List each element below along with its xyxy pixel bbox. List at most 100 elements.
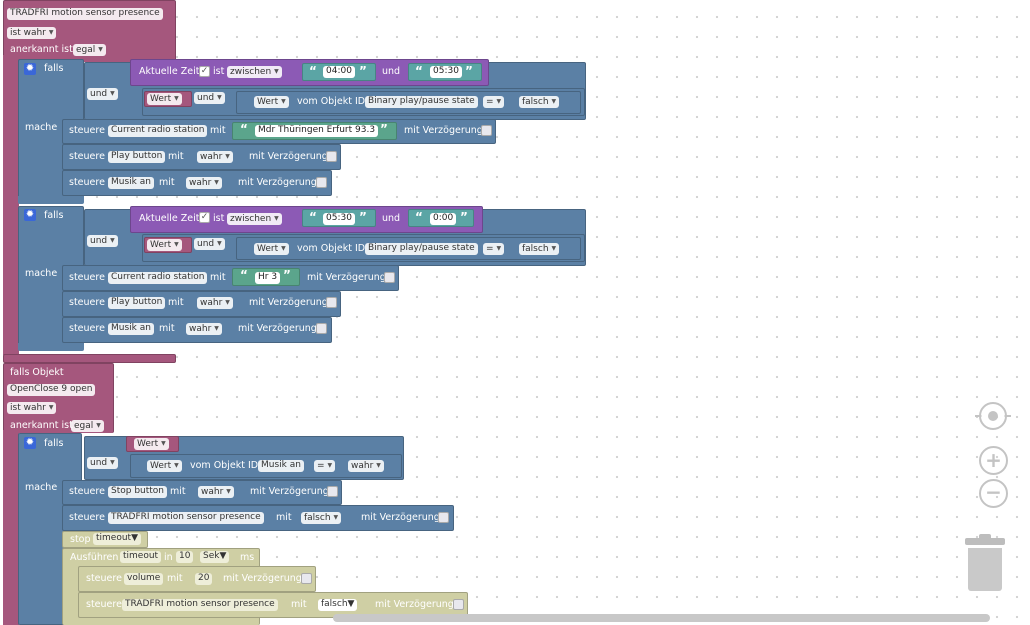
delay-checkbox-2-3[interactable] [316, 323, 327, 334]
time-to-field-2[interactable]: 0:00 [430, 213, 457, 225]
minus-icon[interactable]: − [979, 479, 1008, 508]
quote-close-icon: ” [359, 210, 367, 224]
string-field-2-1[interactable]: Hr 3 [255, 272, 281, 284]
timeout-name-field[interactable]: timeout [120, 551, 162, 563]
trigger-1-bottom [3, 354, 176, 363]
action-steuere: steuere [69, 125, 105, 136]
chevron-down-icon: ▼ [214, 325, 219, 332]
obj-id-field-1[interactable]: Binary play/pause state [365, 96, 478, 108]
time-to-field-1[interactable]: 05:30 [430, 66, 462, 78]
eq-dropdown-1[interactable]: =▼ [483, 96, 505, 108]
delay-checkbox-2-2[interactable] [326, 297, 337, 308]
gear-icon[interactable]: ✹ [24, 63, 36, 75]
chevron-down-icon: ▼ [48, 404, 54, 411]
delay-checkbox-1-2[interactable] [326, 151, 337, 162]
action-target-2-2[interactable]: Play button [108, 297, 166, 309]
trash-handle [979, 534, 991, 539]
plus-icon[interactable]: + [979, 446, 1008, 475]
obj-attr-dropdown-3[interactable]: Wert▼ [147, 460, 182, 472]
quote-close-icon: ” [465, 64, 473, 78]
action-target-2-1[interactable]: Current radio station [108, 272, 208, 284]
logic-and-dropdown-1[interactable]: und▼ [87, 88, 118, 100]
action-value-4-1[interactable]: 20 [195, 573, 213, 585]
action-target-4-2[interactable]: TRADFRI motion sensor presence [122, 599, 278, 611]
delay-checkbox-1-3[interactable] [316, 177, 327, 188]
time-und-1: und [382, 66, 401, 77]
trigger-2-value-dropdown[interactable]: ist wahr▼ [7, 402, 57, 414]
action-steuere: steuere [69, 297, 105, 308]
time-ist-2: ist [213, 213, 225, 224]
logic-and-dropdown-2[interactable]: und▼ [87, 235, 118, 247]
time-checkbox-1[interactable]: ✓ [199, 66, 210, 77]
obj-attr-dropdown-1[interactable]: Wert▼ [254, 96, 289, 108]
logic-and-dropdown-3[interactable]: und▼ [87, 457, 118, 469]
action-target-1-1[interactable]: Current radio station [108, 125, 208, 137]
chevron-down-icon: ▼ [161, 440, 166, 447]
quote-close-icon: ” [380, 122, 388, 136]
obj-attr-dropdown-2[interactable]: Wert▼ [254, 243, 289, 255]
action-target-1-2[interactable]: Play button [108, 151, 166, 163]
chevron-down-icon: ▼ [110, 459, 115, 466]
trigger-2-ack-label: anerkannt ist [10, 420, 73, 431]
action-target-2-3[interactable]: Musik an [108, 323, 154, 335]
time-from-field-1[interactable]: 04:00 [323, 66, 355, 78]
chevron-down-icon: ▼ [48, 29, 54, 36]
action-value-1-2[interactable]: wahr▼ [197, 151, 233, 163]
wert-dropdown-1[interactable]: Wert▼ [147, 93, 182, 105]
action-target-3-2[interactable]: TRADFRI motion sensor presence [108, 512, 264, 524]
eq-dropdown-3[interactable]: =▼ [314, 460, 336, 472]
action-mit: mit [210, 125, 226, 136]
action-mit: mit [168, 297, 184, 308]
action-steuere: steuere [69, 177, 105, 188]
wert-dropdown-3[interactable]: Wert▼ [134, 438, 169, 450]
stop-timeout-dropdown[interactable]: timeout▼ [93, 533, 141, 545]
action-value-3-2[interactable]: falsch▼ [301, 512, 342, 524]
logic-and-dropdown-2b[interactable]: und▼ [194, 238, 225, 250]
trigger-1-ack-label: anerkannt ist [10, 44, 73, 55]
timeout-amount-field[interactable]: 10 [176, 551, 194, 563]
delay-checkbox-1-1[interactable] [481, 125, 492, 136]
delay-checkbox-3-2[interactable] [438, 512, 449, 523]
obj-id-field-2[interactable]: Binary play/pause state [365, 243, 478, 255]
trash-body [968, 548, 1002, 591]
timeout-unit-dropdown[interactable]: Sek▼ [200, 551, 230, 563]
quote-close-icon: ” [283, 268, 291, 282]
action-target-1-3[interactable]: Musik an [108, 177, 154, 189]
trigger-2-ack-dropdown[interactable]: egal▼ [71, 420, 104, 432]
trigger-2-object-dropdown[interactable]: OpenClose 9 open [7, 384, 96, 396]
delay-checkbox-4-2[interactable] [453, 599, 464, 610]
horizontal-scrollbar[interactable] [333, 614, 990, 622]
cmp-value-dropdown-1[interactable]: falsch▼ [519, 96, 560, 108]
action-target-4-1[interactable]: volume [124, 573, 164, 585]
time-op-dropdown-2[interactable]: zwischen▼ [227, 213, 282, 225]
action-value-2-3[interactable]: wahr▼ [186, 323, 222, 335]
cmp-value-dropdown-2[interactable]: falsch▼ [519, 243, 560, 255]
crosshair-icon[interactable] [975, 402, 1011, 430]
action-mit: mit [291, 599, 307, 610]
string-field-1-1[interactable]: Mdr Thüringen Erfurt 93.3 [255, 125, 379, 137]
action-value-2-2[interactable]: wahr▼ [197, 297, 233, 309]
cmp-value-dropdown-3[interactable]: wahr▼ [348, 460, 384, 472]
trigger-1-value-dropdown[interactable]: ist wahr▼ [7, 27, 57, 39]
time-from-field-2[interactable]: 05:30 [323, 213, 355, 225]
trigger-1-object-dropdown[interactable]: TRADFRI motion sensor presence [7, 8, 163, 20]
delay-checkbox-4-1[interactable] [301, 573, 312, 584]
eq-dropdown-2[interactable]: =▼ [483, 243, 505, 255]
logic-and-dropdown-1b[interactable]: und▼ [194, 92, 225, 104]
action-value-4-2[interactable]: falsch▼ [318, 599, 358, 611]
delay-checkbox-3-1[interactable] [327, 486, 338, 497]
action-value-3-1[interactable]: wahr▼ [198, 486, 234, 498]
time-checkbox-2[interactable]: ✓ [199, 212, 210, 223]
time-op-dropdown-1[interactable]: zwischen▼ [227, 66, 282, 78]
trigger-1-ack-dropdown[interactable]: egal▼ [73, 44, 106, 56]
time-und-2: und [382, 213, 401, 224]
gear-icon[interactable]: ✹ [24, 437, 36, 449]
wert-dropdown-2[interactable]: Wert▼ [147, 239, 182, 251]
chevron-down-icon: ▼ [96, 422, 101, 429]
obj-id-field-3[interactable]: Musik an [258, 460, 304, 472]
trash-icon[interactable] [965, 534, 1005, 592]
action-target-3-1[interactable]: Stop button [108, 486, 168, 498]
action-value-1-3[interactable]: wahr▼ [186, 177, 222, 189]
gear-icon[interactable]: ✹ [24, 209, 36, 221]
delay-checkbox-2-1[interactable] [384, 272, 395, 283]
